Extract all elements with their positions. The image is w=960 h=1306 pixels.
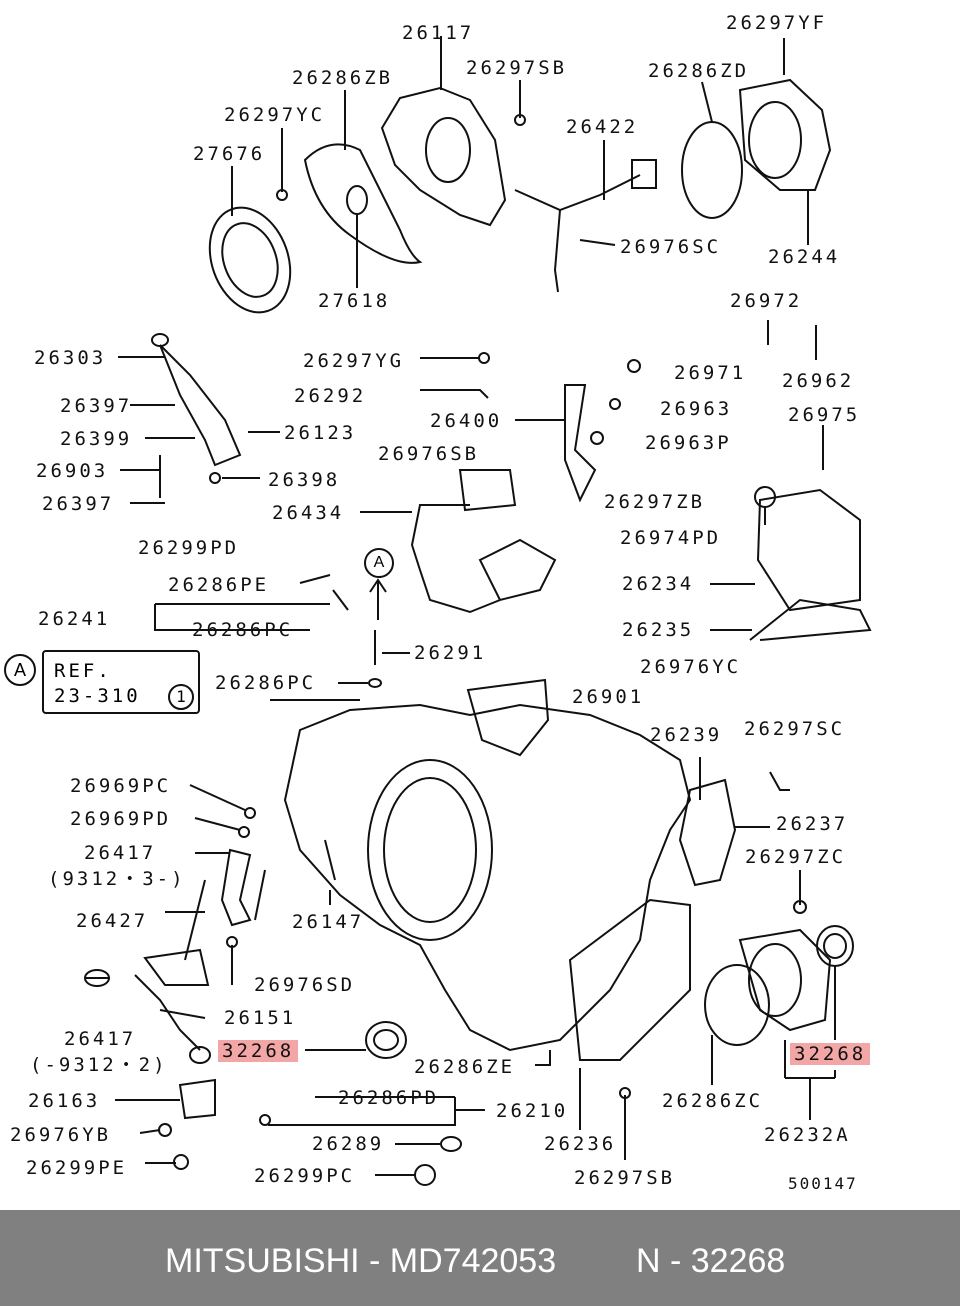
label-9312-3: (9312・3-) <box>48 868 186 890</box>
label-26434: 26434 <box>272 502 345 524</box>
label-26237: 26237 <box>776 813 849 835</box>
label-26971: 26971 <box>674 362 747 384</box>
ref-circle-number: 1 <box>168 684 194 710</box>
label-26297yc: 26297YC <box>224 104 326 126</box>
label-26151: 26151 <box>224 1007 297 1029</box>
label-26244: 26244 <box>768 246 841 268</box>
callout-a-marker: A <box>4 654 36 686</box>
label-26962: 26962 <box>782 370 855 392</box>
label-26974pd: 26974PD <box>620 527 722 549</box>
label-26297yf: 26297YF <box>726 12 828 34</box>
label-26123: 26123 <box>284 422 357 444</box>
label-26297yg: 26297YG <box>303 350 405 372</box>
label-26163: 26163 <box>28 1090 101 1112</box>
label-26975: 26975 <box>788 404 861 426</box>
label-26147: 26147 <box>292 911 365 933</box>
label-26969pd: 26969PD <box>70 808 172 830</box>
label-26210: 26210 <box>496 1100 569 1122</box>
label-26976sd: 26976SD <box>254 974 356 996</box>
label-26976sb: 26976SB <box>378 443 480 465</box>
footer-brand-part-number: MITSUBISHI - MD742053 <box>165 1242 557 1280</box>
label-26976yc: 26976YC <box>640 656 742 678</box>
label-26241: 26241 <box>38 608 111 630</box>
label-26398: 26398 <box>268 469 341 491</box>
label-26286zb: 26286ZB <box>292 67 394 89</box>
label-26286zc: 26286ZC <box>662 1090 764 1112</box>
label-26117: 26117 <box>402 22 475 44</box>
label-26903: 26903 <box>36 460 109 482</box>
label-26972: 26972 <box>730 290 803 312</box>
label-26286zd: 26286ZD <box>648 60 750 82</box>
label-26400: 26400 <box>430 410 503 432</box>
label-26963: 26963 <box>660 398 733 420</box>
label-26286pe: 26286PE <box>168 574 270 596</box>
label-26292: 26292 <box>294 385 367 407</box>
label-26397-lower: 26397 <box>42 493 115 515</box>
label-26427: 26427 <box>76 910 149 932</box>
label-26297zb: 26297ZB <box>604 491 706 513</box>
label-32268-right-highlighted: 32268 <box>790 1043 871 1065</box>
ref-line-1: REF. <box>54 660 112 682</box>
label-26901: 26901 <box>572 686 645 708</box>
label-26286pd: 26286PD <box>338 1087 440 1109</box>
label-32268-left-highlighted: 32268 <box>218 1040 299 1062</box>
label-26297sc: 26297SC <box>744 718 846 740</box>
label-26289: 26289 <box>312 1133 385 1155</box>
label-26417-lower: 26417 <box>64 1028 137 1050</box>
label-26417-upper: 26417 <box>84 842 157 864</box>
label-26299pd: 26299PD <box>138 537 240 559</box>
label-26969pc: 26969PC <box>70 775 172 797</box>
label-26239: 26239 <box>650 724 723 746</box>
parts-diagram: 26117 26297YF 26286ZB 26297SB 26286ZD 26… <box>4 12 872 1193</box>
label-26963p: 26963P <box>645 432 732 454</box>
label-26235: 26235 <box>622 619 695 641</box>
label-26291: 26291 <box>414 642 487 664</box>
label-26299pc: 26299PC <box>254 1165 356 1187</box>
label-26303: 26303 <box>34 347 107 369</box>
label-26286ze: 26286ZE <box>414 1056 516 1078</box>
label-9312-2: (-9312・2) <box>30 1054 168 1076</box>
label-26286pc-upper: 26286PC <box>192 619 294 641</box>
label-26299pe: 26299PE <box>26 1157 128 1179</box>
label-26976yb: 26976YB <box>10 1124 112 1146</box>
label-27618: 27618 <box>318 290 391 312</box>
label-26234: 26234 <box>622 573 695 595</box>
label-26297sb-top: 26297SB <box>466 57 568 79</box>
label-26232a: 26232A <box>764 1124 851 1146</box>
label-26297sb-bottom: 26297SB <box>574 1167 676 1189</box>
diagram-drawing <box>84 36 872 1186</box>
footer-bar: MITSUBISHI - MD742053 N - 32268 <box>0 1210 960 1306</box>
ref-line-2: 23-310 <box>54 685 141 707</box>
label-26297zc: 26297ZC <box>745 846 847 868</box>
label-26236: 26236 <box>544 1133 617 1155</box>
label-500147: 500147 <box>788 1174 858 1193</box>
label-26397-upper: 26397 <box>60 395 133 417</box>
ref-box: REF. 23-310 1 <box>42 650 200 714</box>
label-26399: 26399 <box>60 428 133 450</box>
label-27676: 27676 <box>193 143 266 165</box>
footer-diagram-number: N - 32268 <box>636 1242 786 1280</box>
label-26976sc: 26976SC <box>620 236 722 258</box>
label-26286pc-lower: 26286PC <box>215 672 317 694</box>
label-26422: 26422 <box>566 116 639 138</box>
arrow-a-marker: A <box>364 548 394 578</box>
